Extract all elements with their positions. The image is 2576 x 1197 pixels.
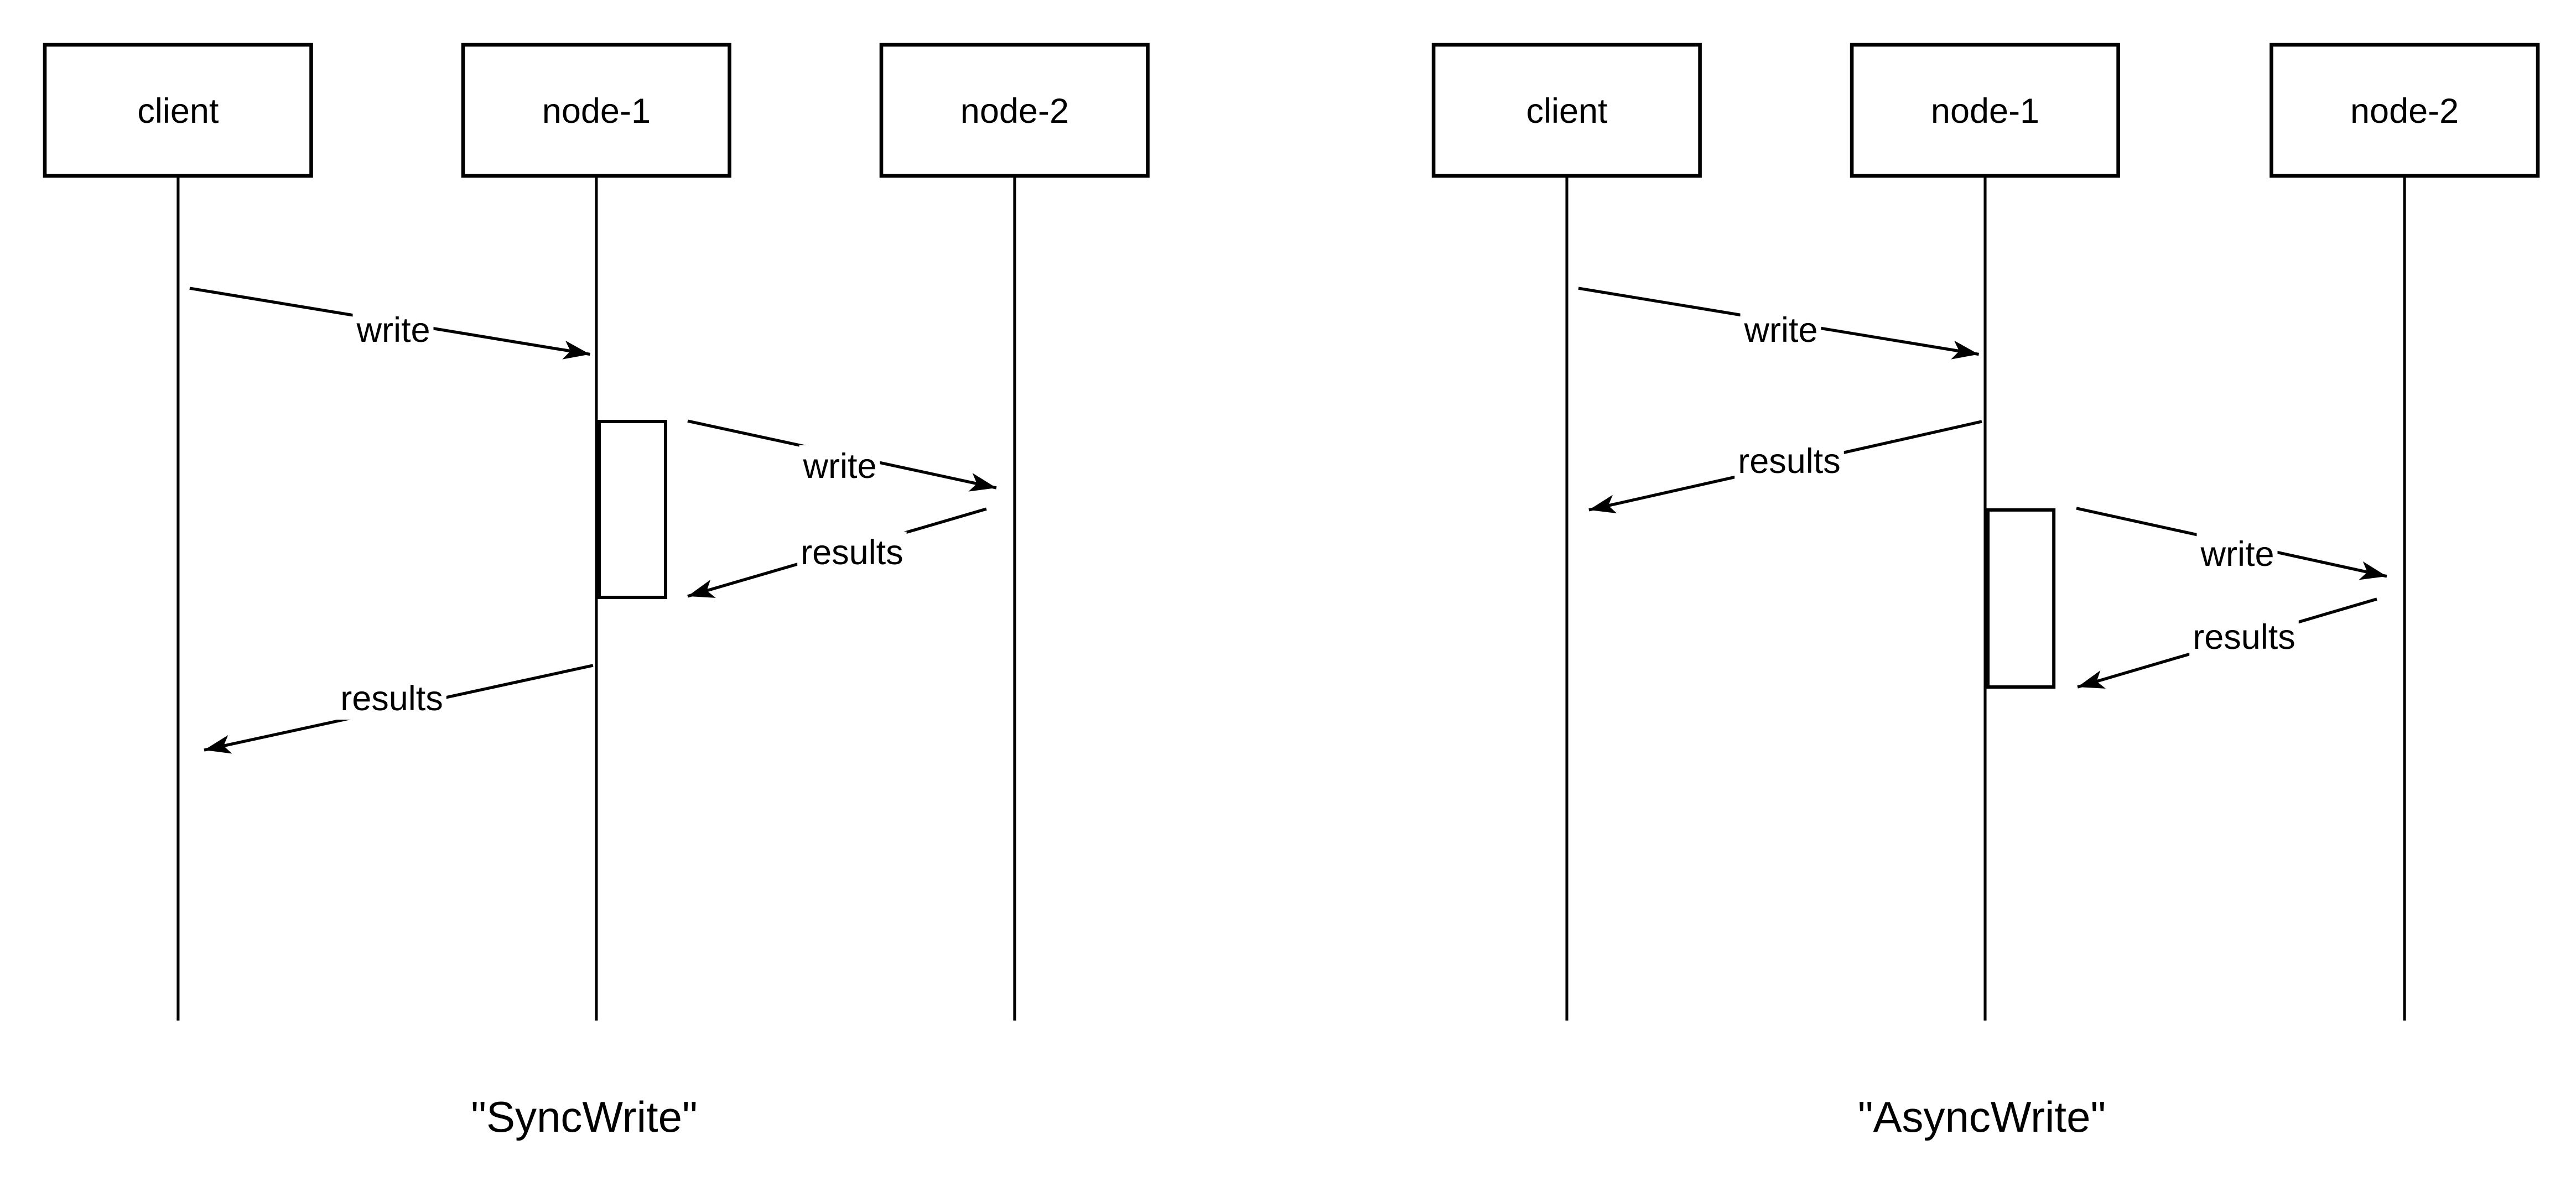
message-label-group: write (2196, 533, 2278, 576)
message-label: results (340, 679, 443, 718)
diagram-syncwrite: client node-1 node-2 write write results (43, 43, 1150, 1141)
message-label-group: write (352, 309, 434, 352)
message-label: write (356, 311, 430, 350)
participant-label-node-2: node-2 (2350, 92, 2459, 131)
message-label-group: results (2189, 616, 2299, 659)
message-label-group: write (799, 445, 880, 488)
activation-bar-node-1 (598, 420, 667, 600)
label-background (1740, 309, 1821, 352)
participant-label-node-2: node-2 (960, 92, 1069, 131)
activation-bar-node-1 (1986, 508, 2056, 689)
label-background (797, 532, 907, 574)
label-background (2196, 533, 2278, 576)
message-label-group: results (797, 532, 907, 574)
participant-box-node-2 (2269, 43, 2540, 178)
message-label-group: results (1734, 440, 1844, 483)
message-label: write (802, 447, 876, 486)
label-background (2189, 616, 2299, 659)
label-background (1734, 440, 1844, 483)
participant-label-node-1: node-1 (542, 92, 651, 131)
message-label: results (1738, 442, 1841, 481)
participant-box-client (43, 43, 313, 178)
participant-label-client: client (1526, 92, 1608, 131)
participant-box-node-1 (1850, 43, 2120, 178)
message-label-group: results (337, 678, 446, 720)
message-label: write (2200, 535, 2274, 574)
participant-box-node-1 (461, 43, 731, 178)
message-label: results (801, 533, 903, 572)
message-label: results (2193, 618, 2295, 657)
participant-box-client (1431, 43, 1702, 178)
participant-label-client: client (137, 92, 219, 131)
message-label-group: write (1740, 309, 1821, 352)
label-background (352, 309, 434, 352)
diagram-caption-syncwrite: "SyncWrite" (471, 1092, 697, 1141)
label-background (337, 678, 446, 720)
participant-label-node-1: node-1 (1931, 92, 2039, 131)
diagram-caption-asyncwrite: "AsyncWrite" (1858, 1092, 2106, 1141)
message-label: write (1743, 311, 1817, 350)
participant-box-node-2 (879, 43, 1150, 178)
label-background (799, 445, 880, 488)
diagram-asyncwrite: client node-1 node-2 write results write (1431, 43, 2540, 1141)
